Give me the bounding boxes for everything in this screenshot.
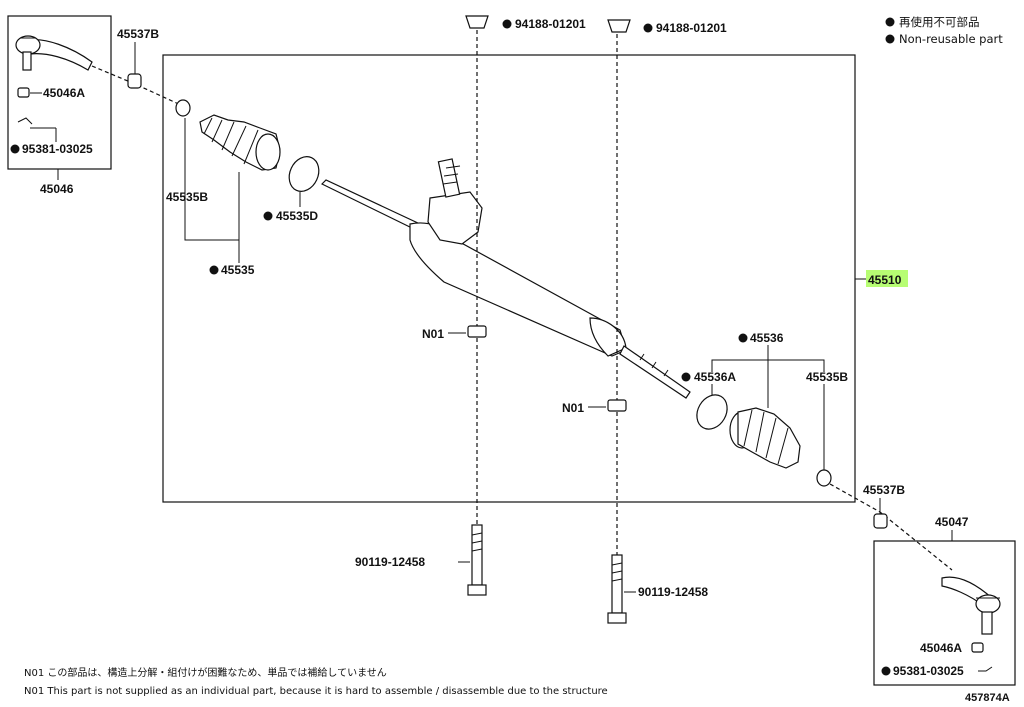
non-reusable-dot-icon — [209, 265, 219, 275]
clamp-45535b-right — [816, 469, 832, 487]
cap-45537b-right — [873, 513, 888, 529]
label-45535b-right[interactable]: 45535B — [806, 370, 848, 384]
clamp-45535b-left — [175, 99, 191, 117]
axis-line-left — [91, 65, 184, 107]
non-reusable-dot-icon — [738, 333, 748, 343]
tie-rod-end-right — [941, 576, 1001, 635]
legend: 再使用不可部品 Non-reusable part — [885, 15, 1003, 46]
non-reusable-dot-icon — [681, 372, 691, 382]
label-45536a[interactable]: 45536A — [694, 370, 736, 384]
label-45047[interactable]: 45047 — [935, 515, 969, 529]
label-45536[interactable]: 45536 — [750, 331, 784, 345]
tie-rod-end-left-frame — [7, 15, 112, 170]
label-45510[interactable]: 45510 — [868, 273, 902, 287]
diagram-number: 457874A — [965, 692, 1010, 704]
label-45535d[interactable]: 45535D — [276, 209, 318, 223]
note-jp: N01 この部品は、構造上分解・組付けが困難なため、単品では補給していません — [24, 666, 387, 679]
boot-right — [729, 407, 801, 469]
grommet-left — [465, 15, 489, 29]
note-en: N01 This part is not supplied as an indi… — [24, 686, 608, 697]
label-94188-right[interactable]: 94188-01201 — [656, 21, 727, 35]
leader-45535b-left — [184, 118, 239, 241]
cotter-pin-right — [978, 666, 993, 672]
label-n01-left[interactable]: N01 — [422, 327, 444, 341]
clamp-45535d — [288, 156, 320, 192]
nut-45046a-right — [971, 642, 984, 653]
clamp-45536a — [696, 394, 728, 430]
nut-45046a-left — [17, 87, 30, 98]
non-reusable-dot-icon — [881, 666, 891, 676]
bolt-right — [607, 554, 627, 624]
grommet-right — [607, 19, 631, 33]
label-45046a-left[interactable]: 45046A — [43, 86, 85, 100]
non-reusable-dot-icon — [885, 34, 895, 44]
label-45535[interactable]: 45535 — [221, 263, 255, 277]
highlight-45510 — [866, 270, 908, 287]
non-reusable-dot-icon — [885, 17, 895, 27]
label-95381-left[interactable]: 95381-03025 — [22, 142, 93, 156]
label-45046[interactable]: 45046 — [40, 182, 74, 196]
legend-en: Non-reusable part — [899, 32, 1003, 46]
non-reusable-dot-icon — [10, 144, 20, 154]
non-reusable-dot-icon — [502, 19, 512, 29]
label-n01-right[interactable]: N01 — [562, 401, 584, 415]
tie-rod-end-left — [15, 35, 93, 71]
label-90119-right[interactable]: 90119-12458 — [638, 585, 708, 599]
boot-left — [199, 114, 281, 171]
tie-rod-end-right-frame — [873, 540, 1016, 686]
label-45046a-right[interactable]: 45046A — [920, 641, 962, 655]
label-95381-right[interactable]: 95381-03025 — [893, 664, 964, 678]
cap-45537b-left — [127, 73, 142, 89]
nut-n01-right — [607, 399, 627, 412]
cotter-pin-left — [17, 117, 57, 142]
legend-jp: 再使用不可部品 — [899, 15, 980, 29]
label-45537b-right[interactable]: 45537B — [863, 483, 905, 497]
non-reusable-dot-icon — [263, 211, 273, 221]
steering-rack — [320, 158, 691, 399]
nut-n01-left — [467, 325, 487, 338]
label-90119-left[interactable]: 90119-12458 — [355, 555, 425, 569]
label-45537b-left[interactable]: 45537B — [117, 27, 159, 41]
label-94188-left[interactable]: 94188-01201 — [515, 17, 586, 31]
label-45535b-left[interactable]: 45535B — [166, 190, 208, 204]
bolt-left — [467, 524, 487, 596]
non-reusable-dot-icon — [643, 23, 653, 33]
